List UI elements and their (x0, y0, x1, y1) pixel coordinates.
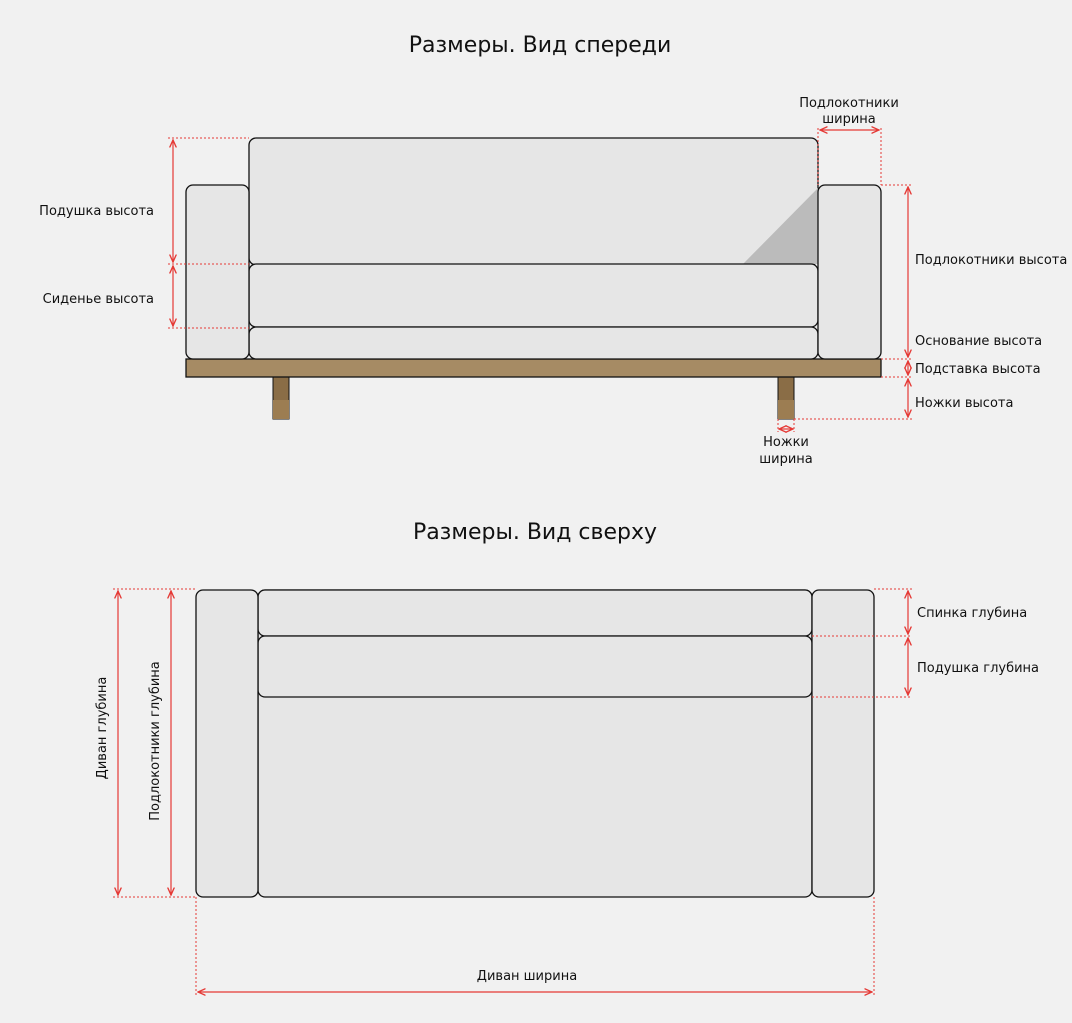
top-view-title: Размеры. Вид сверху (413, 520, 657, 545)
cushion-height-label: Подушка высота (39, 204, 154, 219)
back-cushion-top (257, 589, 813, 637)
left-leg-shade (273, 400, 289, 419)
stand (185, 358, 882, 378)
legs-height-label: Ножки высота (915, 396, 1013, 411)
sofa-width-label: Диван ширина (477, 969, 577, 984)
left-armrest-top (195, 589, 259, 898)
right-armrest-top (811, 589, 875, 898)
seat-cushion-top (257, 635, 813, 698)
back-cushion-shadow (743, 188, 818, 264)
back-depth-label: Спинка глубина (917, 606, 1027, 621)
left-armrest (185, 184, 250, 360)
legs-width-label-2: ширина (759, 452, 813, 467)
seat-height-label: Сиденье высота (43, 292, 154, 307)
stand-height-label: Подставка высота (915, 362, 1041, 377)
cushion-depth-label: Подушка глубина (917, 661, 1039, 676)
armrest-height-label: Подлокотники высота (915, 253, 1067, 268)
base-height-label: Основание высота (915, 334, 1042, 349)
legs-width-label-1: Ножки (763, 435, 809, 450)
back-cushion (248, 137, 819, 266)
base (248, 326, 819, 360)
right-leg-shade (778, 400, 794, 419)
armrest-depth-label: Подлокотники глубина (148, 661, 163, 821)
right-armrest (817, 184, 882, 360)
top-view: Размеры. Вид сверху Диван глубина Подлок… (95, 520, 1039, 995)
armrest-width-label-1: Подлокотники (799, 96, 899, 111)
armrest-width-label-2: ширина (822, 112, 876, 127)
seat-cushion (248, 263, 819, 328)
front-view-title: Размеры. Вид спереди (409, 33, 672, 58)
sofa-depth-label: Диван глубина (95, 677, 110, 780)
front-view: Размеры. Вид спереди Подушка высота Сиде… (39, 33, 1067, 467)
